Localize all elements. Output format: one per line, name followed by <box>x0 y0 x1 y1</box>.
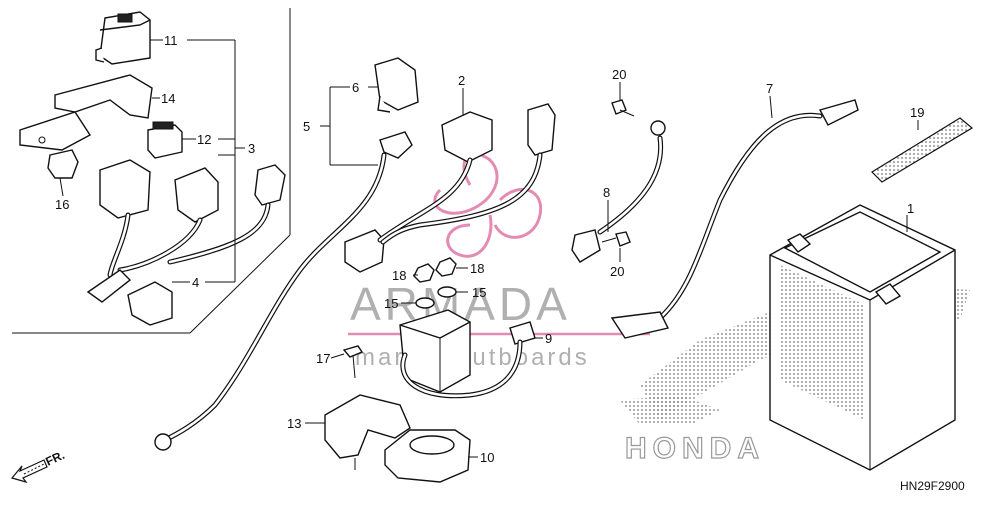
front-direction-indicator: FR. <box>10 448 67 484</box>
label-part-20-lower: 20 <box>610 264 624 279</box>
label-part-18-left: 18 <box>392 268 406 283</box>
part-13-holder <box>324 394 411 470</box>
honda-brand-text: HONDA <box>625 432 765 465</box>
part-16-clip <box>47 149 79 179</box>
label-part-20-upper: 20 <box>612 67 626 82</box>
part-20-bolt-lower <box>601 231 631 247</box>
part-4-terminal <box>86 269 173 326</box>
label-part-18-right: 18 <box>470 261 484 276</box>
part-1-battery <box>769 204 956 471</box>
part-17-screw <box>342 345 364 379</box>
part-3-sub-harness <box>99 159 286 278</box>
label-part-12: 12 <box>197 132 211 147</box>
label-part-17: 17 <box>316 351 330 366</box>
label-part-9: 9 <box>545 331 552 346</box>
part-19-battery-strap <box>871 117 974 183</box>
drawing-code: HN29F2900 <box>900 479 965 493</box>
label-part-3: 3 <box>248 141 255 156</box>
label-part-4: 4 <box>192 275 199 290</box>
label-part-8: 8 <box>603 185 610 200</box>
label-part-16: 16 <box>55 197 69 212</box>
label-part-11: 11 <box>164 33 178 48</box>
label-part-14: 14 <box>161 91 175 106</box>
part-15-washer-left <box>415 297 435 309</box>
part-18-nut-left <box>413 263 435 283</box>
part-18-nut-right <box>435 257 457 277</box>
inset-frame <box>12 8 291 334</box>
part-9-starter-relay <box>399 309 536 399</box>
label-part-2: 2 <box>458 73 465 88</box>
part-10-relay-holder <box>384 429 471 483</box>
watermark-tagline: marine outboards <box>355 344 590 371</box>
label-part-5: 5 <box>303 119 310 134</box>
part-number-labels: 1 2 3 4 5 6 7 8 9 10 11 12 13 14 15 15 1… <box>55 33 924 465</box>
label-part-19: 19 <box>910 105 924 120</box>
label-part-13: 13 <box>287 416 301 431</box>
leader-lines <box>59 39 919 458</box>
label-part-6: 6 <box>352 80 359 95</box>
label-part-1: 1 <box>907 201 914 216</box>
label-part-7: 7 <box>766 81 773 96</box>
front-label: FR. <box>43 448 66 469</box>
part-5-cable <box>154 131 413 451</box>
part-20-bolt-upper <box>611 99 635 117</box>
part-15-washer-right <box>437 286 457 298</box>
part-2-main-harness <box>344 103 556 273</box>
label-part-10: 10 <box>480 450 494 465</box>
label-part-15-right: 15 <box>472 285 486 300</box>
part-8-ground-cable <box>571 120 666 263</box>
front-arrow-icon <box>10 459 48 484</box>
part-11-relay <box>95 11 151 65</box>
part-14-bracket <box>19 74 153 151</box>
label-part-15-left: 15 <box>384 296 398 311</box>
part-12-connector <box>147 121 183 159</box>
part-6-cap <box>374 57 419 113</box>
part-7-battery-cable <box>610 99 859 339</box>
